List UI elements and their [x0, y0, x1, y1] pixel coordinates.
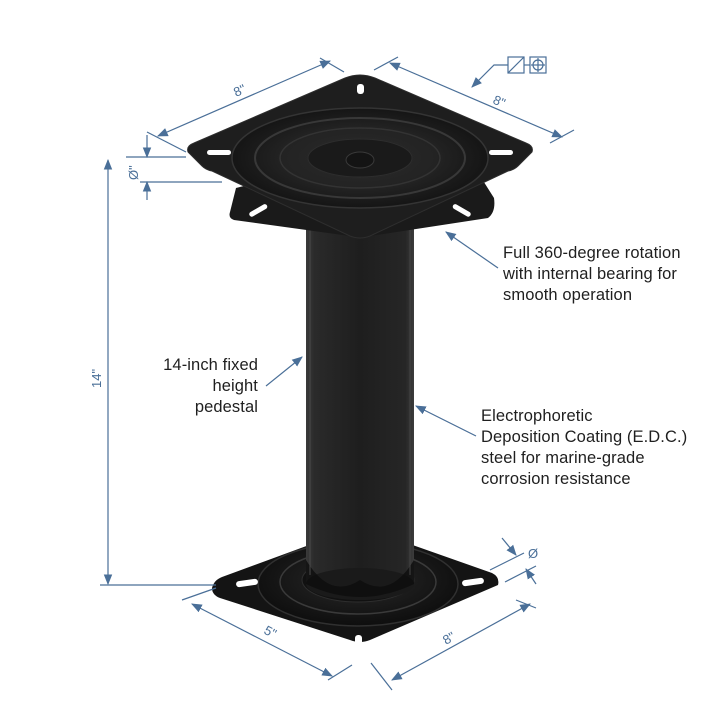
- mount-slot: [355, 635, 362, 647]
- dim-height: 14": [89, 369, 104, 388]
- callout-line: height: [212, 377, 258, 395]
- mount-slot: [462, 577, 484, 587]
- callout-height: 14-inch fixed height pedestal: [130, 355, 258, 418]
- mount-slot: [489, 150, 513, 155]
- callout-line: 14-inch fixed: [163, 356, 258, 374]
- mount-slot: [357, 84, 364, 94]
- callout-coating: Electrophoretic Deposition Coating (E.D.…: [481, 406, 687, 490]
- pedestal-tube: [306, 222, 414, 600]
- top-swivel-plate: [187, 74, 533, 239]
- callout-line: Full 360-degree rotation: [503, 244, 681, 262]
- dim-top-left: 8": [231, 81, 248, 100]
- feature-control-frame: [507, 56, 547, 74]
- mount-slot: [207, 150, 231, 155]
- callout-line: steel for marine-grade: [481, 449, 645, 467]
- callout-rotation: Full 360-degree rotation with internal b…: [503, 243, 681, 306]
- dim-top-thickness: Ø": [126, 165, 141, 180]
- dim-base-thickness: Ø: [528, 546, 538, 561]
- callout-line: pedestal: [194, 398, 258, 416]
- position-crosshair-icon: [529, 56, 547, 74]
- callout-line: with internal bearing for: [503, 265, 678, 283]
- callout-line: Electrophoretic: [481, 407, 593, 425]
- dim-base-left: 5": [262, 622, 280, 641]
- callout-line: Deposition Coating (E.D.C.): [481, 428, 688, 446]
- callout-line: smooth operation: [503, 286, 633, 304]
- mount-slot: [236, 578, 258, 588]
- dimension-lines: [100, 56, 575, 691]
- callout-line: corrosion resistance: [481, 470, 631, 488]
